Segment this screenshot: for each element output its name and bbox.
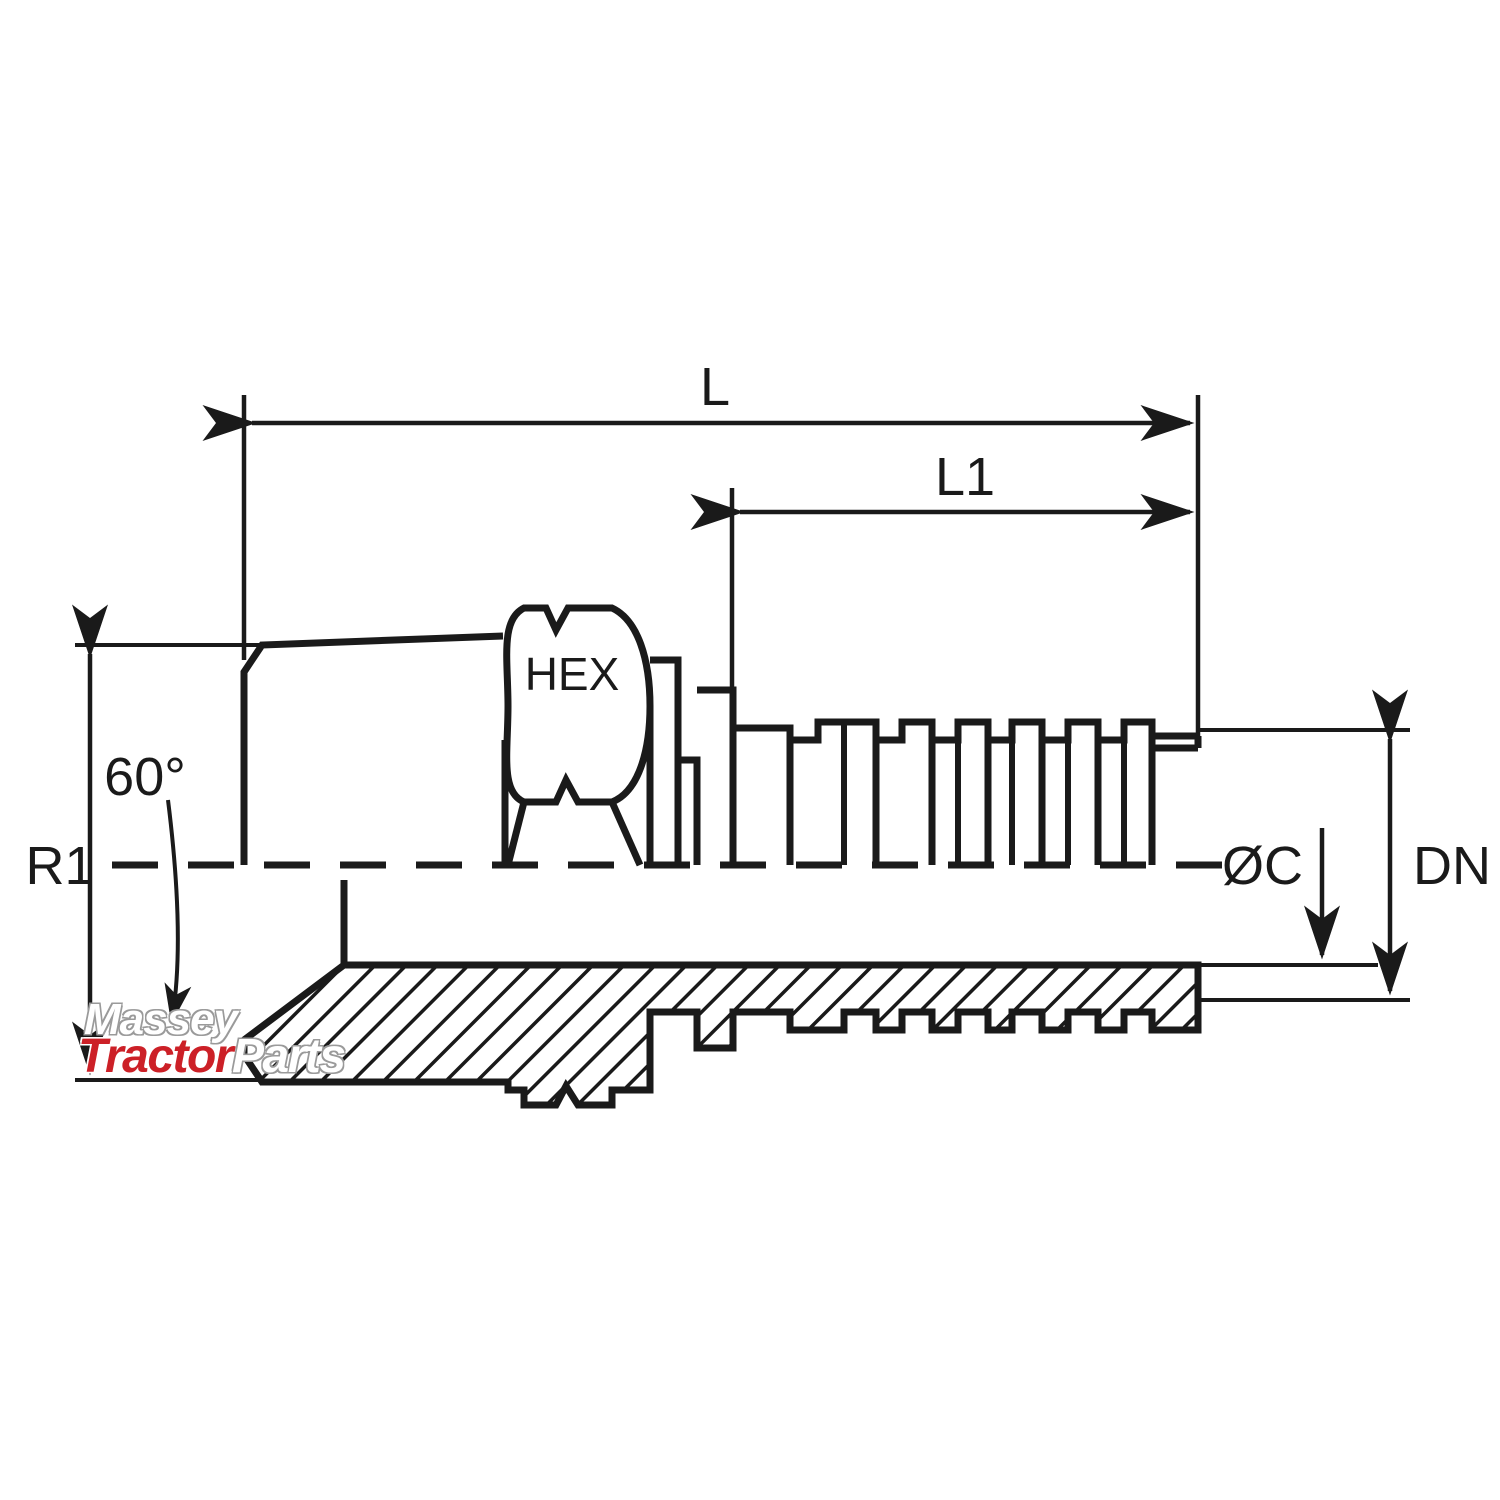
barb-tooth-2: [876, 718, 936, 865]
dimension-L: [202, 395, 1201, 740]
angle-60-label: 60°: [104, 747, 186, 807]
hex-flank-right: [608, 800, 644, 867]
diameter-C-label: ØC: [1222, 836, 1303, 896]
barb-tooth-6: [1098, 718, 1156, 865]
barb-tooth-1: [790, 718, 880, 865]
dimension-L-label: L: [700, 357, 730, 417]
dimension-R1-label: R1: [25, 836, 94, 896]
barb-tooth-3: [932, 718, 992, 865]
collar-step-a: [650, 656, 682, 865]
stem-step: [733, 724, 794, 865]
hex-flank-left: [504, 801, 528, 866]
nut-left-taper: [240, 632, 504, 865]
barb-risers: [841, 722, 1127, 865]
angle-60-leader: [164, 799, 192, 1024]
barb-tooth-5: [1042, 718, 1102, 865]
fitting-upper-profile: [240, 604, 794, 867]
dimension-L1: [690, 488, 1195, 700]
ferrule-shoulder: [697, 686, 737, 865]
barb-tooth-4: [988, 718, 1046, 865]
hex-nut-outline: [503, 604, 654, 806]
barb-teeth-upper: [790, 718, 1202, 865]
dimension-L1-label: L1: [935, 447, 995, 507]
fitting-lower-section: [240, 880, 1202, 1109]
dimension-R1: [72, 604, 280, 1082]
section-hatched-body: [240, 961, 1202, 1109]
collar-step-b: [678, 756, 701, 865]
hex-label: HEX: [525, 648, 620, 700]
angle-60-leader-line: [164, 799, 192, 1024]
dimension-DN-label: DN: [1413, 836, 1491, 896]
